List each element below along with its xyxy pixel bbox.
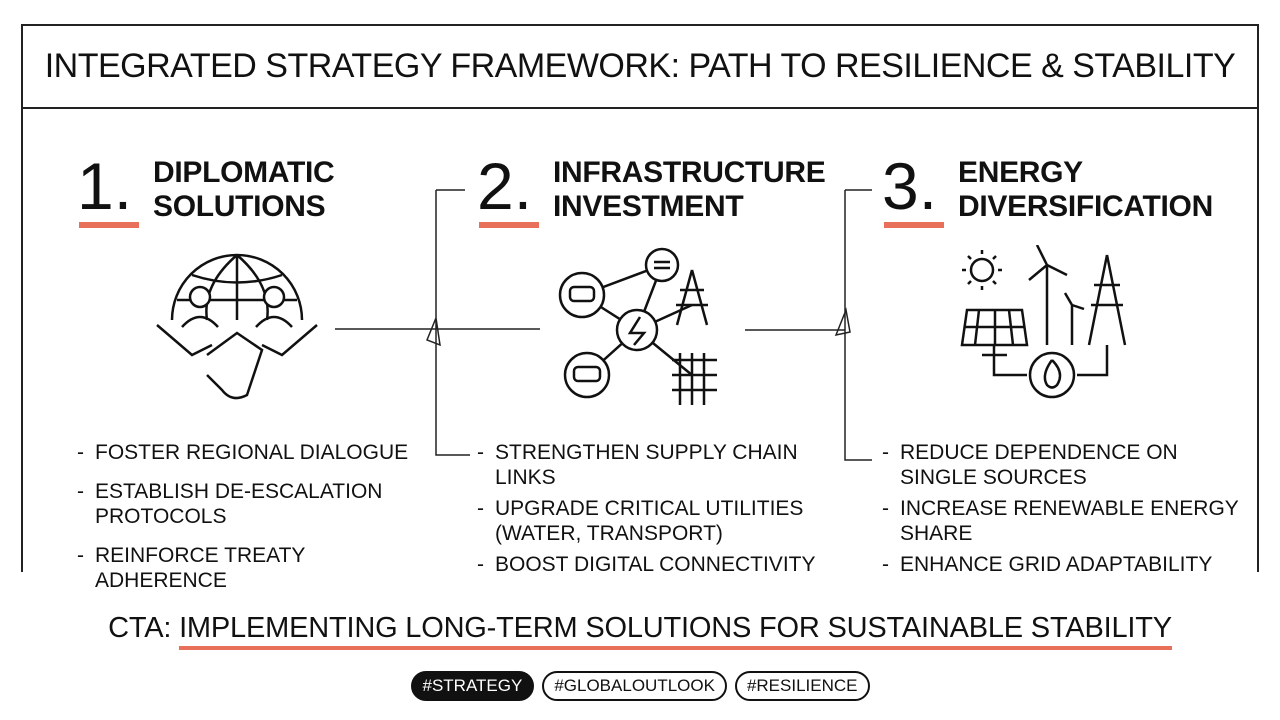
connector-1-2 (335, 189, 540, 456)
title-line: INVESTMENT (553, 190, 744, 223)
list-item: BOOST DIGITAL CONNECTIVITY (477, 552, 837, 577)
list-item: STRENGTHEN SUPPLY CHAIN LINKS (477, 440, 837, 490)
number-underline (479, 222, 539, 228)
cta-text: IMPLEMENTING LONG-TERM SOLUTIONS FOR SUS… (179, 612, 1172, 650)
list-item: ESTABLISH DE-ESCALATION PROTOCOLS (77, 479, 437, 529)
title-line: DIPLOMATIC (153, 156, 335, 189)
title-line: ENERGY (958, 156, 1083, 189)
title-line: SOLUTIONS (153, 190, 326, 223)
list-item: FOSTER REGIONAL DIALOGUE (77, 440, 437, 465)
tag-globaloutlook[interactable]: #GLOBALOUTLOOK (542, 671, 727, 701)
page-title: INTEGRATED STRATEGY FRAMEWORK: PATH TO R… (23, 26, 1257, 109)
list-item: ENHANCE GRID ADAPTABILITY (882, 552, 1242, 577)
step-number: 3. (882, 149, 938, 223)
bullet-list: STRENGTHEN SUPPLY CHAIN LINKS UPGRADE CR… (477, 440, 837, 583)
call-to-action: CTA: IMPLEMENTING LONG-TERM SOLUTIONS FO… (0, 612, 1280, 650)
tag-strategy[interactable]: #STRATEGY (410, 671, 535, 701)
infrastructure-network-icon (558, 247, 717, 405)
number-underline (79, 222, 139, 228)
globe-handshake-icon (156, 253, 318, 400)
connector-2-3 (745, 189, 872, 461)
energy-mix-icon (960, 245, 1127, 399)
step-number: 2. (477, 149, 533, 223)
list-item: REINFORCE TREATY ADHERENCE (77, 543, 437, 593)
cta-prefix: CTA: (108, 612, 180, 644)
step-number: 1. (77, 149, 133, 223)
hashtag-list: #STRATEGY #GLOBALOUTLOOK #RESILIENCE (0, 671, 1280, 701)
framework-frame: INTEGRATED STRATEGY FRAMEWORK: PATH TO R… (21, 24, 1259, 572)
list-item: INCREASE RENEWABLE ENERGY SHARE (882, 496, 1242, 546)
bullet-list: FOSTER REGIONAL DIALOGUE ESTABLISH DE-ES… (77, 440, 437, 599)
number-underline (884, 222, 944, 228)
tag-resilience[interactable]: #RESILIENCE (734, 671, 870, 701)
bullet-list: REDUCE DEPENDENCE ON SINGLE SOURCES INCR… (882, 440, 1242, 583)
list-item: REDUCE DEPENDENCE ON SINGLE SOURCES (882, 440, 1242, 490)
title-line: DIVERSIFICATION (958, 190, 1213, 223)
title-line: INFRASTRUCTURE (553, 156, 826, 189)
list-item: UPGRADE CRITICAL UTILITIES (WATER, TRANS… (477, 496, 837, 546)
